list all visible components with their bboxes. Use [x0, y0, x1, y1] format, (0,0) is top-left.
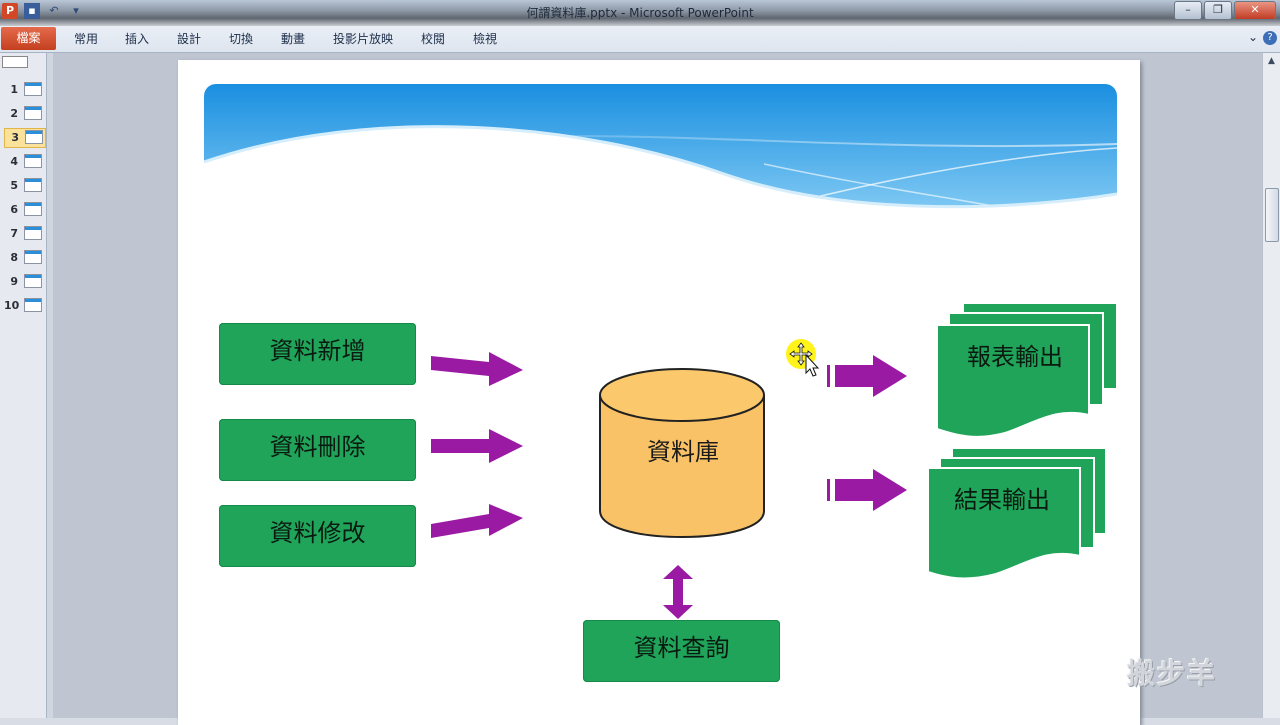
slide-number: 4 [10, 155, 18, 168]
ribbon-tabs: 檔案 常用 插入 設計 切換 動畫 投影片放映 校閱 檢視 ⌄ ? [0, 26, 1280, 53]
double-arrow-icon [663, 565, 693, 619]
tab-review[interactable]: 校閱 [421, 32, 446, 46]
move-cursor-icon [786, 339, 820, 377]
tab-home[interactable]: 常用 [74, 32, 99, 46]
slide-number: 6 [10, 203, 18, 216]
tab-transitions[interactable]: 切換 [229, 32, 254, 46]
slide-editor-area: 資料新增 資料刪除 資料修改 資料庫 資料查詢 [53, 53, 1262, 725]
outline-tab[interactable] [2, 56, 28, 68]
scrollbar-thumb[interactable] [1265, 188, 1279, 242]
input-box-label: 資料修改 [269, 519, 366, 547]
database-cylinder-icon[interactable] [598, 367, 766, 539]
query-label: 資料查詢 [633, 634, 730, 662]
input-box-label: 資料新增 [269, 337, 366, 365]
title-bar: P ▪ ↶ ▾ 何謂資料庫.pptx - Microsoft PowerPoin… [0, 0, 1280, 26]
slide-number: 7 [10, 227, 18, 240]
slide-mini-preview [24, 274, 42, 288]
restore-button[interactable]: ❐ [1204, 1, 1232, 20]
slide-thumbnail[interactable]: 9 [4, 273, 44, 291]
slide-thumbnail-active[interactable]: 3 [4, 128, 46, 148]
slide-thumbnail[interactable]: 5 [4, 177, 44, 195]
slide-mini-preview [24, 82, 42, 96]
help-icon[interactable]: ? [1263, 31, 1277, 45]
arrow-right-icon [431, 504, 523, 538]
slide-thumbnail[interactable]: 1 [4, 81, 44, 99]
tab-animations[interactable]: 動畫 [281, 32, 306, 46]
input-box-delete[interactable]: 資料刪除 [219, 419, 416, 481]
window-controls: – ❐ ✕ [1174, 1, 1276, 20]
query-box[interactable]: 資料查詢 [583, 620, 780, 682]
tab-insert[interactable]: 插入 [125, 32, 150, 46]
slide-thumbnail[interactable]: 4 [4, 153, 44, 171]
tab-slideshow[interactable]: 投影片放映 [333, 32, 394, 46]
slide-mini-preview [25, 130, 43, 144]
slide-mini-preview [24, 250, 42, 264]
result-output-label: 結果輸出 [954, 486, 1050, 514]
quick-access-toolbar: P ▪ ↶ ▾ [2, 3, 84, 19]
powerpoint-logo-icon[interactable]: P [2, 3, 18, 19]
minimize-button[interactable]: – [1174, 1, 1202, 20]
slide-number: 1 [10, 83, 18, 96]
input-box-modify[interactable]: 資料修改 [219, 505, 416, 567]
slide-mini-preview [24, 202, 42, 216]
slide-number: 5 [10, 179, 18, 192]
vertical-scrollbar[interactable]: ▲ [1262, 53, 1280, 718]
pane-splitter[interactable] [47, 53, 53, 718]
arrow-right-icon [431, 429, 523, 463]
scroll-up-icon[interactable]: ▲ [1268, 56, 1275, 66]
report-output-label: 報表輸出 [967, 343, 1063, 371]
save-icon[interactable]: ▪ [24, 3, 40, 19]
slide-number: 10 [4, 299, 20, 312]
slide-mini-preview [24, 178, 42, 192]
chevron-down-icon[interactable]: ▾ [73, 4, 79, 17]
tab-file[interactable]: 檔案 [1, 27, 56, 50]
slide-thumbnail[interactable]: 7 [4, 225, 44, 243]
slide-number: 3 [11, 131, 19, 144]
slide-mini-preview [24, 154, 42, 168]
result-output-document-icon[interactable] [926, 448, 1108, 582]
watermark-logo: 搬步羊 [1127, 657, 1218, 690]
header-wave-banner [204, 84, 1117, 230]
tab-view[interactable]: 檢視 [473, 32, 498, 46]
database-label: 資料庫 [647, 438, 719, 466]
undo-icon[interactable]: ↶ [49, 4, 59, 17]
slide-number: 9 [10, 275, 18, 288]
slide-thumbnail[interactable]: 6 [4, 201, 44, 219]
input-box-add[interactable]: 資料新增 [219, 323, 416, 385]
slide-thumbnail[interactable]: 8 [4, 249, 44, 267]
slide-number: 2 [10, 107, 18, 120]
slide-mini-preview [24, 106, 42, 120]
window-title: 何謂資料庫.pptx - Microsoft PowerPoint [526, 6, 754, 20]
slide-mini-preview [24, 298, 42, 312]
slide-thumbnail[interactable]: 10 [4, 297, 44, 315]
close-button[interactable]: ✕ [1234, 1, 1276, 20]
slide-thumbnail-pane: 1 2 3 4 5 6 7 8 9 10 [0, 53, 47, 718]
slide-number: 8 [10, 251, 18, 264]
arrow-right-icon [431, 352, 523, 386]
arrow-right-icon [827, 469, 907, 511]
collapse-ribbon-icon[interactable]: ⌄ [1247, 30, 1258, 44]
report-output-document-icon[interactable] [935, 303, 1117, 439]
arrow-right-icon [827, 355, 907, 397]
slide-canvas[interactable]: 資料新增 資料刪除 資料修改 資料庫 資料查詢 [178, 60, 1140, 725]
slide-thumbnail[interactable]: 2 [4, 105, 44, 123]
slide-mini-preview [24, 226, 42, 240]
tab-design[interactable]: 設計 [177, 32, 202, 46]
input-box-label: 資料刪除 [269, 433, 366, 461]
